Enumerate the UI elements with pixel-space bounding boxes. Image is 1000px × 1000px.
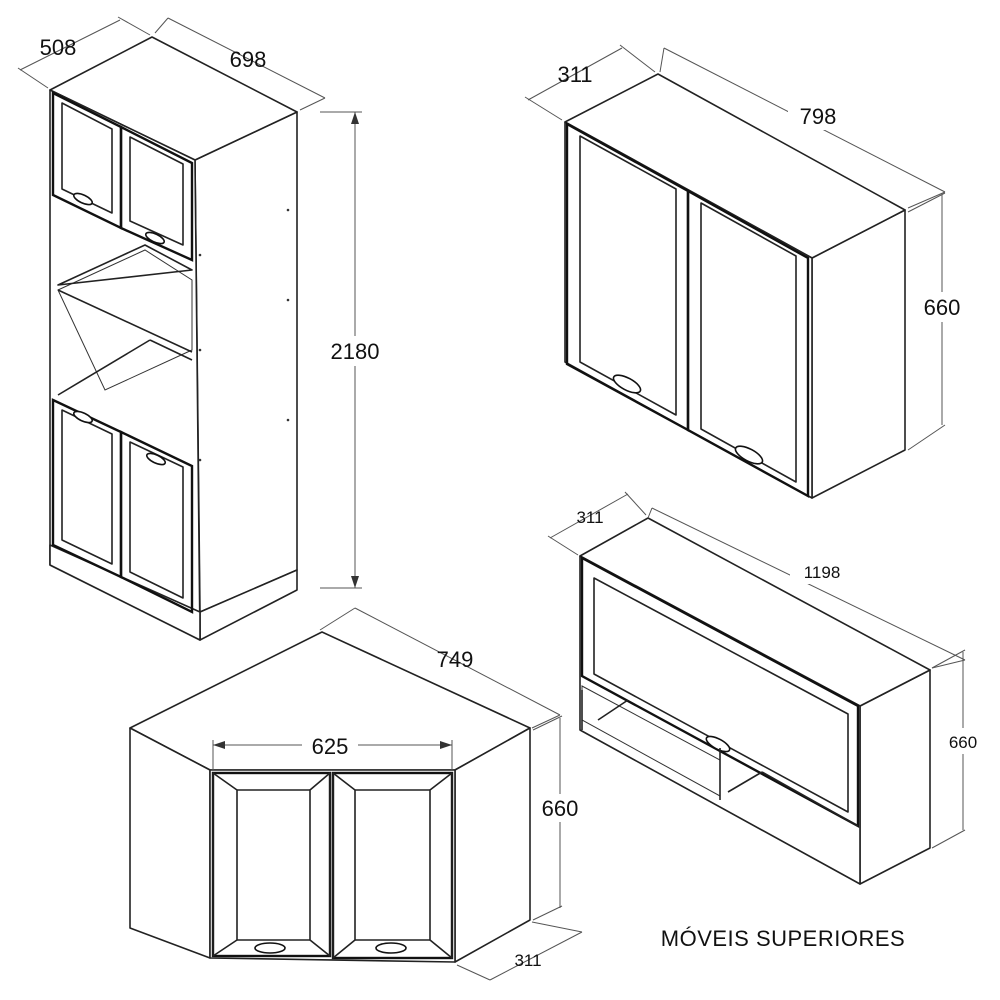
corner-cabinet: 625 749 660 311 xyxy=(129,607,590,981)
caption: MÓVEIS SUPERIORES xyxy=(661,926,905,951)
tall-cabinet-width-label: 698 xyxy=(230,47,267,72)
flip-up-width-label: 1198 xyxy=(804,563,841,582)
upper-two-door-width-label: 798 xyxy=(800,104,837,129)
tall-cabinet-depth-label: 508 xyxy=(40,35,77,60)
tall-cabinet-height-label: 2180 xyxy=(331,339,380,364)
corner-cabinet-side-width-label: 749 xyxy=(437,647,474,672)
corner-cabinet-front-width-label: 625 xyxy=(312,734,349,759)
upper-two-door-cabinet: 311 798 660 xyxy=(524,44,970,499)
tall-cabinet: 508 698 2180 xyxy=(17,16,388,641)
corner-cabinet-height-label: 660 xyxy=(542,796,579,821)
flip-up-depth-label: 311 xyxy=(576,508,603,527)
corner-cabinet-depth-label: 311 xyxy=(514,951,541,970)
upper-two-door-depth-label: 311 xyxy=(557,62,592,87)
flip-up-height-label: 660 xyxy=(949,733,977,752)
upper-two-door-height-label: 660 xyxy=(924,295,961,320)
flip-up-cabinet: 311 1198 660 xyxy=(547,491,990,885)
